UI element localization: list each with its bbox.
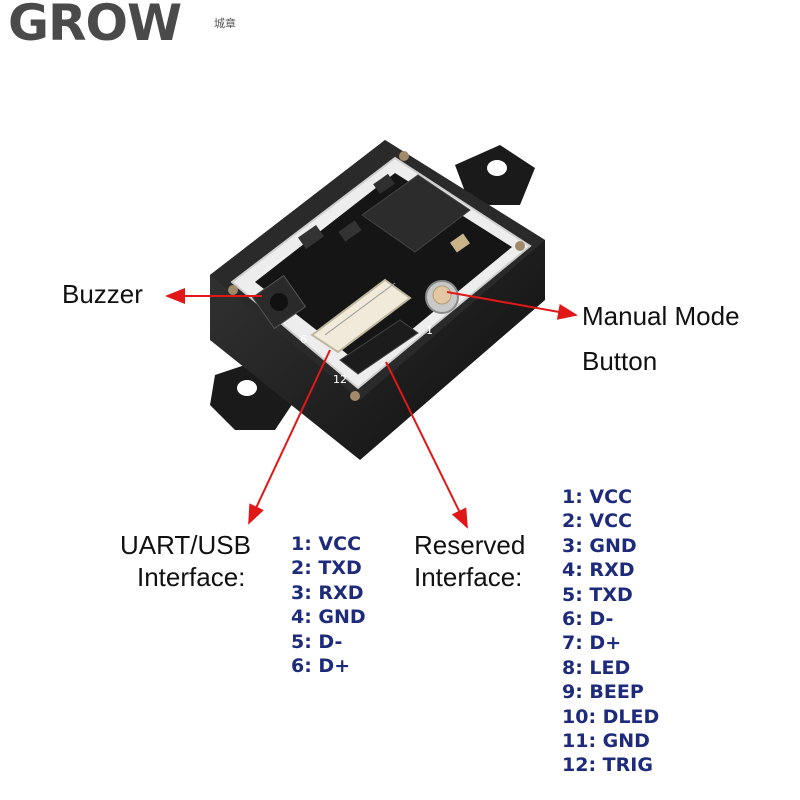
uart-pin: 2: TXD [291, 557, 362, 580]
main-chip [361, 174, 471, 253]
screw-icon [399, 151, 409, 161]
reserved-pin: 1: VCC [562, 486, 633, 508]
pcb-label-1: 1 [426, 324, 433, 337]
uart-pin: 1: VCC [291, 533, 362, 555]
uart-pin: 5: D- [291, 630, 343, 653]
uart-pin: 4: GND [291, 606, 366, 629]
small-chip-3 [373, 173, 395, 195]
reserved-pin: 10: DLED [562, 705, 660, 728]
reserved-connector [339, 319, 419, 375]
small-chip-1 [297, 224, 325, 250]
pcb-label-12: 12 [333, 373, 347, 386]
uart-pin-list: 1: VCC 2: TXD 3: RXD 4: GND 5: D- 6: D+ [291, 532, 366, 678]
reserved-pin: 12: TRIG [562, 754, 653, 777]
uart-label-line2: Interface: [137, 562, 246, 592]
mounting-ear-top [455, 145, 535, 205]
manual-button-arrow [446, 291, 578, 320]
uart-connector [310, 278, 412, 354]
manual-mode-label-line2: Button [582, 346, 658, 376]
brand-logo-text: GROW [8, 0, 182, 52]
reserved-pin: 6: D- [562, 608, 614, 631]
reserved-pin-list: 1: VCC 2: VCC 3: GND 4: RXD 5: TXD 6: D-… [562, 485, 659, 778]
uart-pin: 6: D+ [291, 655, 351, 678]
pcb-label-6: 6 [300, 333, 307, 346]
reserved-pin: 7: D+ [562, 632, 622, 655]
reserved-pin: 9: BEEP [562, 681, 644, 704]
reserved-pin: 3: GND [562, 534, 637, 557]
reserved-pin: 11: GND [562, 730, 650, 753]
screw-icon [228, 285, 238, 295]
manual-mode-label-line1: Manual Mode [582, 301, 740, 331]
reserved-pin: 8: LED [562, 656, 631, 679]
reserved-pin: 4: RXD [562, 559, 635, 582]
manual-mode-button-component [425, 280, 459, 314]
reserved-pin: 2: VCC [562, 510, 633, 533]
crystal [450, 233, 470, 253]
reserved-arrow [385, 361, 468, 529]
buzzer-hole [270, 293, 288, 311]
reserved-pin: 5: TXD [562, 583, 633, 606]
buzzer-label: Buzzer [62, 279, 143, 309]
small-chip-2 [338, 220, 362, 242]
brand-logo-subtitle: 城章 [214, 17, 236, 30]
brand-logo: GROW [8, 0, 182, 48]
uart-arrow [248, 349, 331, 525]
uart-label-line1: UART/USB [120, 530, 251, 560]
reserved-label-line1: Reserved [414, 530, 526, 560]
screw-icon [350, 391, 360, 401]
reserved-label-line2: Interface: [414, 562, 523, 592]
uart-pin: 3: RXD [291, 581, 364, 604]
screw-icon [515, 241, 525, 251]
